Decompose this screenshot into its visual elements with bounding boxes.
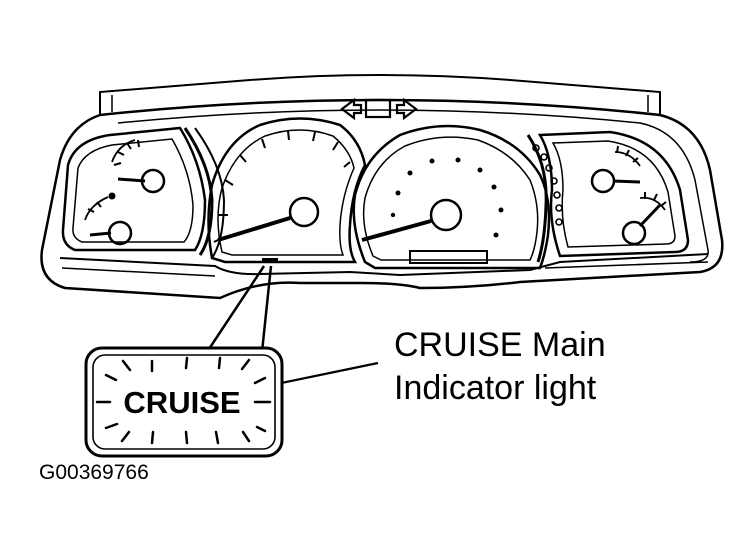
fuel-gauge-hub — [140, 168, 166, 194]
right-upper-gauge-hub — [590, 168, 616, 194]
cluster-housing — [40, 74, 724, 300]
right-upper-gauge — [590, 145, 641, 194]
badge-frame-outer — [84, 346, 284, 458]
left-gauge-pod — [61, 126, 226, 259]
cruise-lamp-on-cluster — [262, 258, 278, 263]
callout-label-line2: Indicator light — [394, 369, 597, 407]
right-lower-gauge — [621, 192, 667, 246]
warning-light-dots — [532, 144, 563, 226]
odometer-window — [409, 250, 488, 264]
speedometer-gauge — [207, 117, 367, 264]
right-lower-gauge-hub — [621, 220, 647, 246]
tachometer-gauge — [352, 124, 551, 270]
right-gauge-pod — [526, 130, 690, 263]
turn-signal-indicators — [340, 97, 418, 121]
badge-frame-inner — [92, 354, 276, 450]
badge-label: CRUISE — [123, 385, 240, 420]
temperature-gauge-hub — [107, 220, 133, 246]
figure-id: G00369766 — [39, 461, 149, 484]
tachometer-hub — [429, 198, 463, 232]
light-ray-icon — [95, 356, 272, 445]
speedometer-hub — [288, 196, 320, 228]
cruise-indicator-badge: CRUISE — [84, 346, 284, 458]
fuel-gauge — [111, 139, 166, 194]
right-arrow-icon — [395, 97, 418, 121]
badge-leader-lines — [205, 265, 273, 353]
temperature-gauge — [84, 192, 133, 246]
callout-label-line1: CRUISE Main — [394, 326, 606, 364]
center-indicator-window — [364, 98, 392, 119]
left-arrow-icon — [340, 97, 363, 121]
